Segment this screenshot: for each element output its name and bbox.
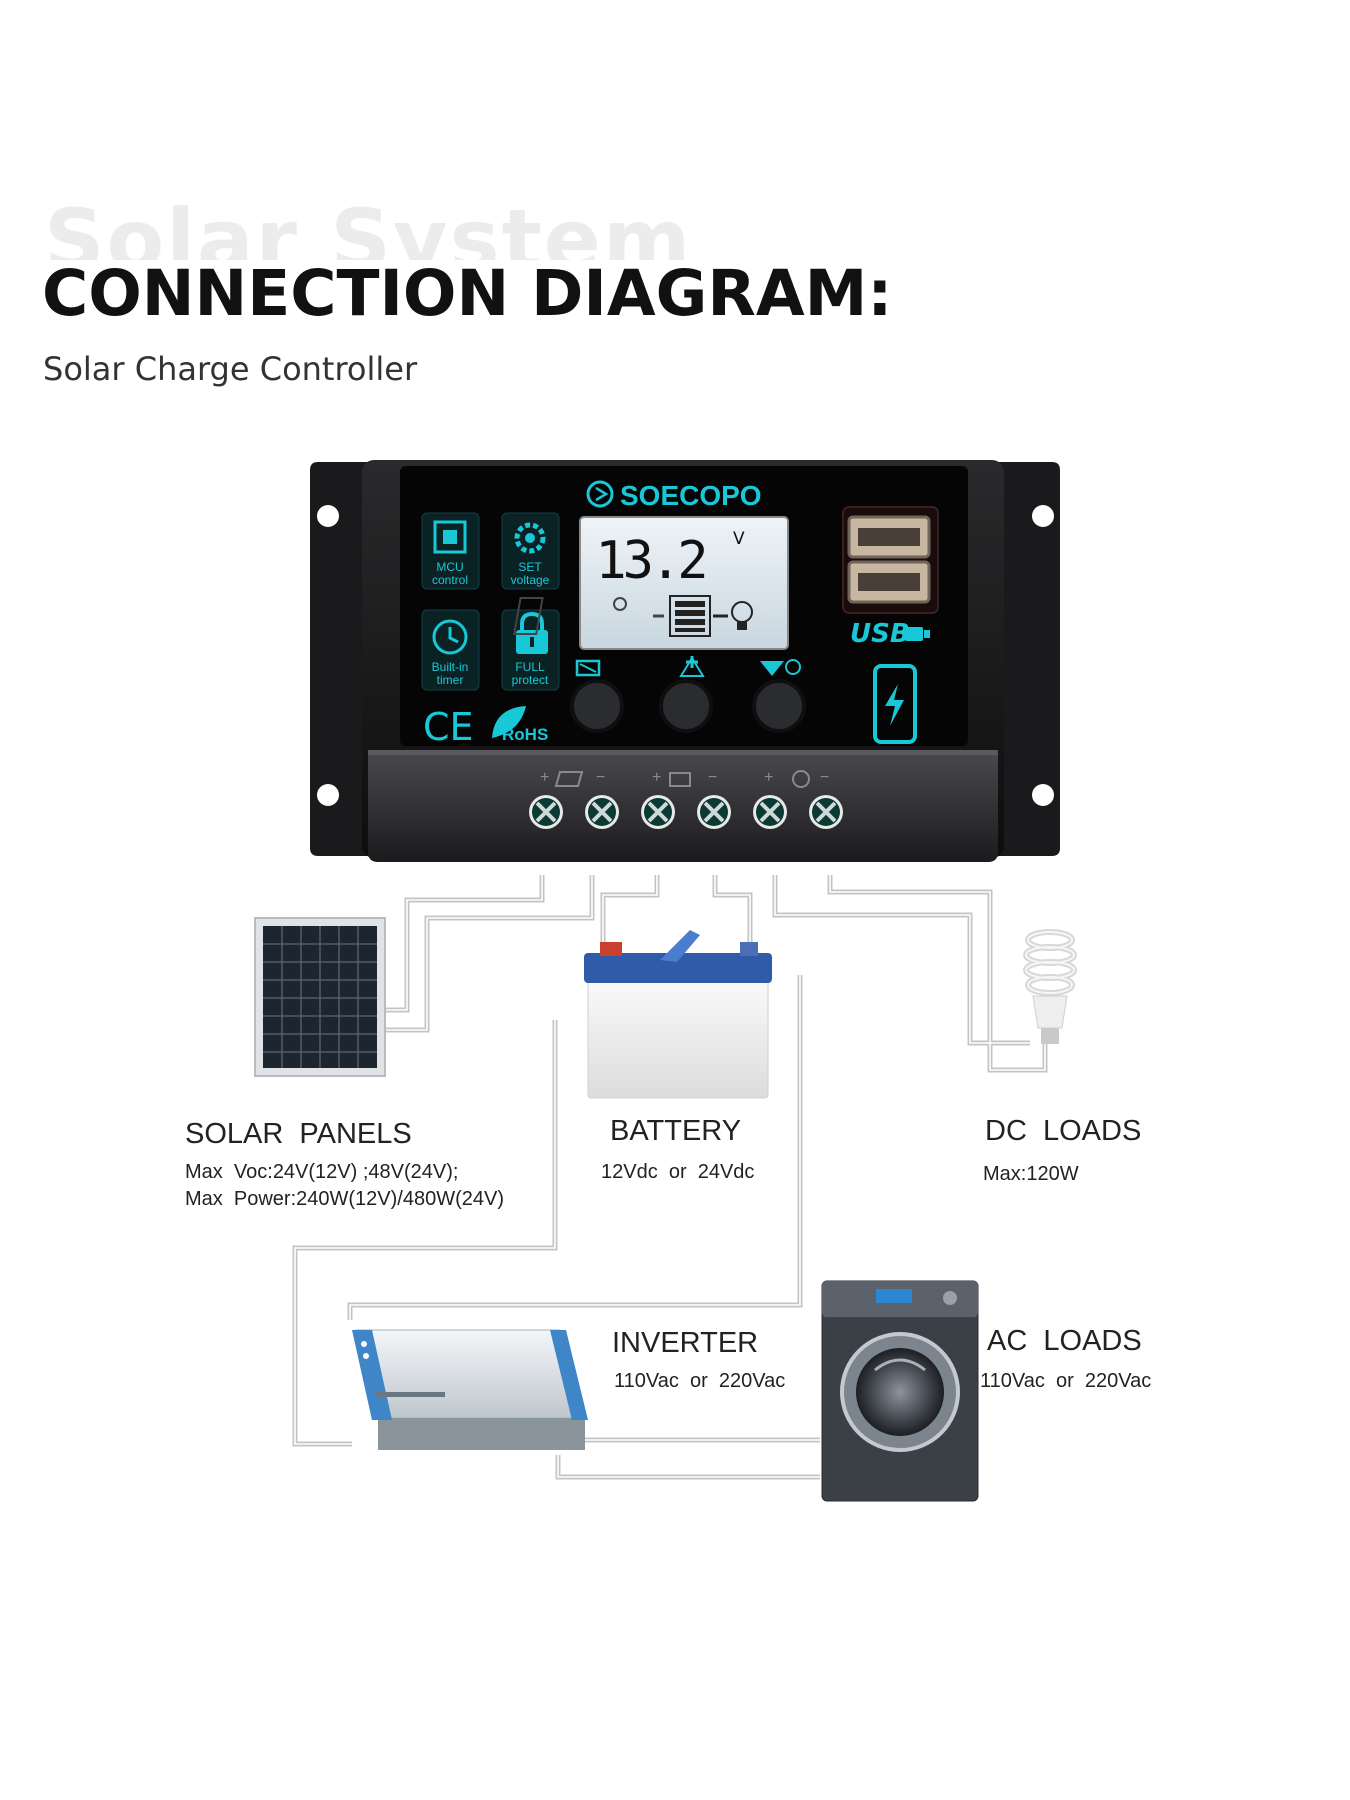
inverter-image <box>352 1329 588 1450</box>
brand-name: SOECOPO <box>620 480 762 511</box>
svg-text:SET: SET <box>518 560 542 574</box>
label-dc-loads: DC LOADS Max:120W <box>983 1115 1141 1185</box>
down-icon <box>760 661 784 676</box>
solar-panel-image <box>254 917 386 1077</box>
terminal-screw <box>529 795 563 829</box>
terminal-screw <box>753 795 787 829</box>
brand-logo-icon <box>586 480 614 508</box>
inverter-title: INVERTER <box>612 1327 758 1359</box>
lcd-voltage-value: 13.2 <box>595 531 704 591</box>
lock-icon <box>520 611 544 632</box>
battery-title: BATTERY <box>610 1115 741 1147</box>
feature-built-in-timer: Built-in timer <box>421 609 480 691</box>
solar-panels-spec-1: Max Voc:24V(12V) ;48V(24V); <box>185 1161 458 1183</box>
label-battery: BATTERY 12Vdc or 24Vdc <box>601 1115 754 1183</box>
inverter-spec: 110Vac or 220Vac <box>614 1370 785 1392</box>
sun-icon <box>613 597 627 611</box>
washing-machine-image <box>821 1280 979 1502</box>
svg-text:timer: timer <box>437 673 464 687</box>
svg-text:FULL: FULL <box>515 660 545 674</box>
down-button[interactable] <box>752 679 806 733</box>
lcd-display: 13.2 V <box>513 516 789 650</box>
battery-image <box>584 930 772 1099</box>
terminal-screw <box>641 795 675 829</box>
mount-ear-right <box>994 462 1060 856</box>
panel-icon <box>513 597 544 635</box>
feature-set-voltage: SET voltage <box>501 512 560 590</box>
svg-text:MCU: MCU <box>436 560 463 574</box>
up-button[interactable] <box>659 679 713 733</box>
svg-text:+: + <box>652 769 661 786</box>
dc-loads-spec: Max:120W <box>983 1163 1079 1185</box>
terminal-housing <box>368 750 998 862</box>
wire-solar-pos <box>382 875 545 1013</box>
rohs-mark: RoHS <box>502 725 548 744</box>
usb-ports: USB <box>842 506 939 649</box>
battery-spec: 12Vdc or 24Vdc <box>601 1161 754 1183</box>
battery-terminal-icon <box>669 772 691 787</box>
wire-ac-b <box>555 1455 820 1480</box>
solar-terminal-icon <box>554 771 584 787</box>
load-terminal-icon <box>792 770 810 788</box>
battery-level-icon <box>669 595 711 637</box>
terminal-screw <box>585 795 619 829</box>
gear-icon <box>514 522 546 554</box>
chip-icon <box>433 520 467 554</box>
solar-panels-spec-2: Max Power:240W(12V)/480W(24V) <box>185 1188 504 1210</box>
svg-text:−: − <box>596 769 605 786</box>
label-ac-loads: AC LOADS 110Vac or 220Vac <box>980 1325 1151 1392</box>
watermark-text: Solar System <box>44 198 693 260</box>
mount-hole <box>317 784 339 806</box>
phone-charge-icon <box>873 664 917 744</box>
mount-hole <box>1032 505 1054 527</box>
svg-text:+: + <box>764 769 773 786</box>
svg-text:−: − <box>708 769 717 786</box>
mount-hole <box>1032 784 1054 806</box>
usb-label: USB <box>850 619 910 649</box>
svg-text:protect: protect <box>512 673 549 687</box>
control-buttons <box>570 656 806 733</box>
page-subtitle: Solar Charge Controller <box>43 350 418 388</box>
svg-text:−: − <box>820 769 829 786</box>
solar-panels-title: SOLAR PANELS <box>185 1118 412 1150</box>
menu-button[interactable] <box>570 679 624 733</box>
mount-ear-left <box>310 462 372 856</box>
ce-mark: CE <box>423 705 474 749</box>
page-title: CONNECTION DIAGRAM: <box>42 257 893 330</box>
feature-full-protect: FULL protect <box>501 609 560 691</box>
svg-text:+: + <box>540 769 549 786</box>
menu-icon <box>575 659 601 677</box>
terminal-screws <box>529 795 843 829</box>
label-solar-panels: SOLAR PANELS Max Voc:24V(12V) ;48V(24V);… <box>185 1118 504 1210</box>
wire-battery-neg <box>712 875 753 948</box>
wire-battery-pos <box>600 875 660 948</box>
lcd-voltage-unit: V <box>733 529 745 549</box>
dc-loads-title: DC LOADS <box>985 1115 1141 1147</box>
mount-hole <box>317 505 339 527</box>
charge-controller: SOECOPO MCU control SET voltage Built-in… <box>310 460 1060 862</box>
terminal-labels: + − + − + − <box>540 769 829 788</box>
terminal-screw <box>809 795 843 829</box>
brand-logo: SOECOPO <box>586 480 762 511</box>
svg-text:voltage: voltage <box>511 573 550 587</box>
label-inverter: INVERTER 110Vac or 220Vac <box>612 1327 785 1392</box>
terminal-screw <box>697 795 731 829</box>
bulb-image <box>1023 929 1077 1044</box>
ac-loads-title: AC LOADS <box>987 1325 1142 1357</box>
ac-loads-spec: 110Vac or 220Vac <box>980 1370 1151 1392</box>
svg-text:control: control <box>432 573 468 587</box>
clock-icon <box>432 619 468 655</box>
feature-mcu-control: MCU control <box>421 512 480 590</box>
leaf-icon <box>492 706 526 738</box>
svg-text:Built-in: Built-in <box>432 660 469 674</box>
